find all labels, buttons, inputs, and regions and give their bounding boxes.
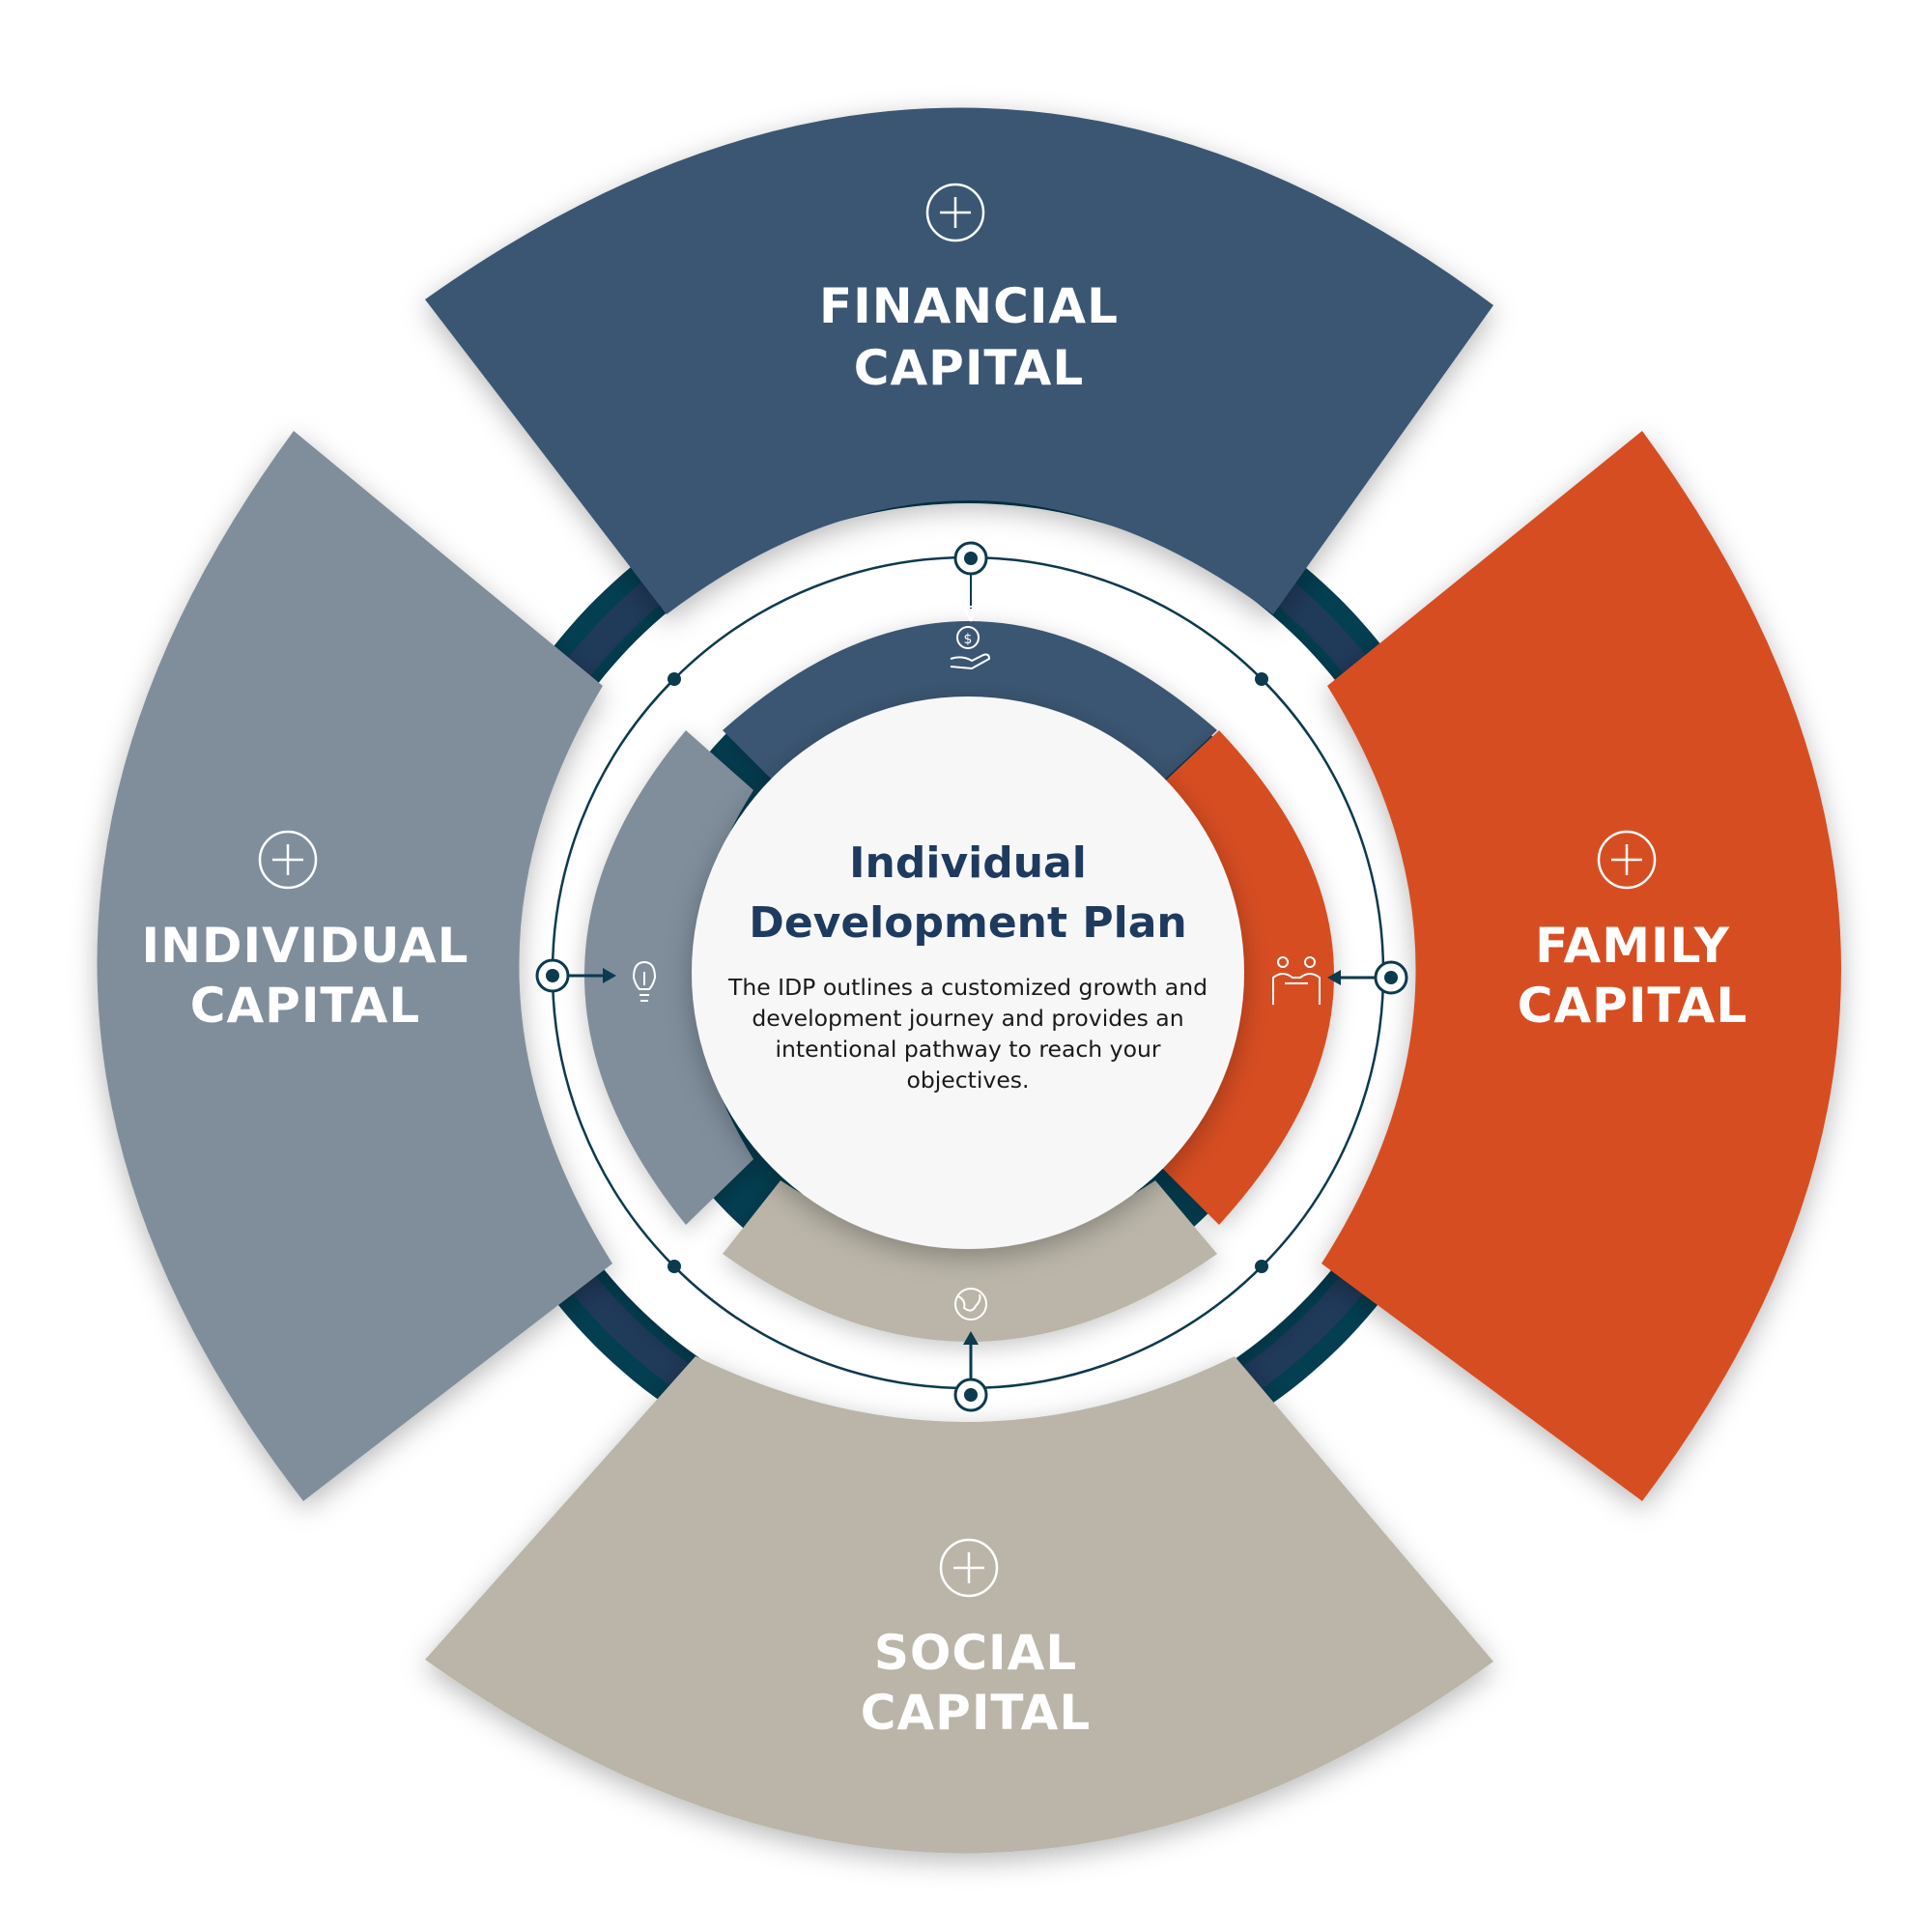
individual-capital-title-line1: INDIVIDUAL (142, 918, 469, 974)
center-circle (692, 696, 1244, 1249)
connector-dot-top-left (668, 672, 681, 686)
social-capital-title-line1: SOCIAL (874, 1625, 1077, 1681)
individual-plus-icon[interactable] (258, 830, 318, 890)
connector-dot-bottom-left (668, 1260, 681, 1273)
center-title-line1: Individual (849, 838, 1087, 888)
node-left (535, 958, 616, 993)
center-title-line2: Development Plan (749, 898, 1186, 948)
social-capital-title-line2: CAPITAL (861, 1685, 1091, 1741)
financial-capital-title-line2: CAPITAL (854, 340, 1084, 396)
globe-icon (954, 1288, 987, 1321)
financial-plus-icon[interactable] (925, 183, 985, 242)
node-bottom (953, 1331, 988, 1412)
family-capital-title-line1: FAMILY (1535, 918, 1730, 974)
center-desc-line1: The IDP outlines a customized growth and (727, 974, 1208, 1001)
family-plus-icon[interactable] (1597, 830, 1657, 890)
financial-capital-segment[interactable] (425, 107, 1493, 614)
connector-dot-top-right (1255, 672, 1268, 686)
center-desc-line2: development journey and provides an (752, 1005, 1183, 1032)
social-capital-segment[interactable] (425, 1356, 1493, 1854)
center-desc-line4: objectives. (906, 1066, 1029, 1094)
center-desc-line3: intentional pathway to reach your (775, 1036, 1160, 1063)
family-capital-title-line2: CAPITAL (1518, 978, 1747, 1034)
connector-dot-bottom-right (1255, 1260, 1268, 1273)
individual-capital-segment[interactable] (97, 431, 612, 1501)
svg-text:$: $ (964, 632, 973, 647)
individual-capital-title-line2: CAPITAL (190, 978, 420, 1034)
node-top (953, 541, 988, 623)
dollar-hand-icon: $ (950, 626, 991, 670)
financial-capital-title-line1: FINANCIAL (819, 278, 1119, 334)
inner-social-segment (723, 1180, 1217, 1342)
lightbulb-icon (632, 960, 657, 1002)
connector-dots (668, 672, 1268, 1273)
family-capital-segment[interactable] (1321, 431, 1841, 1501)
node-right (1327, 960, 1408, 995)
people-icon (1272, 956, 1321, 1005)
inner-individual-segment (584, 730, 753, 1225)
social-plus-icon[interactable] (939, 1538, 999, 1598)
